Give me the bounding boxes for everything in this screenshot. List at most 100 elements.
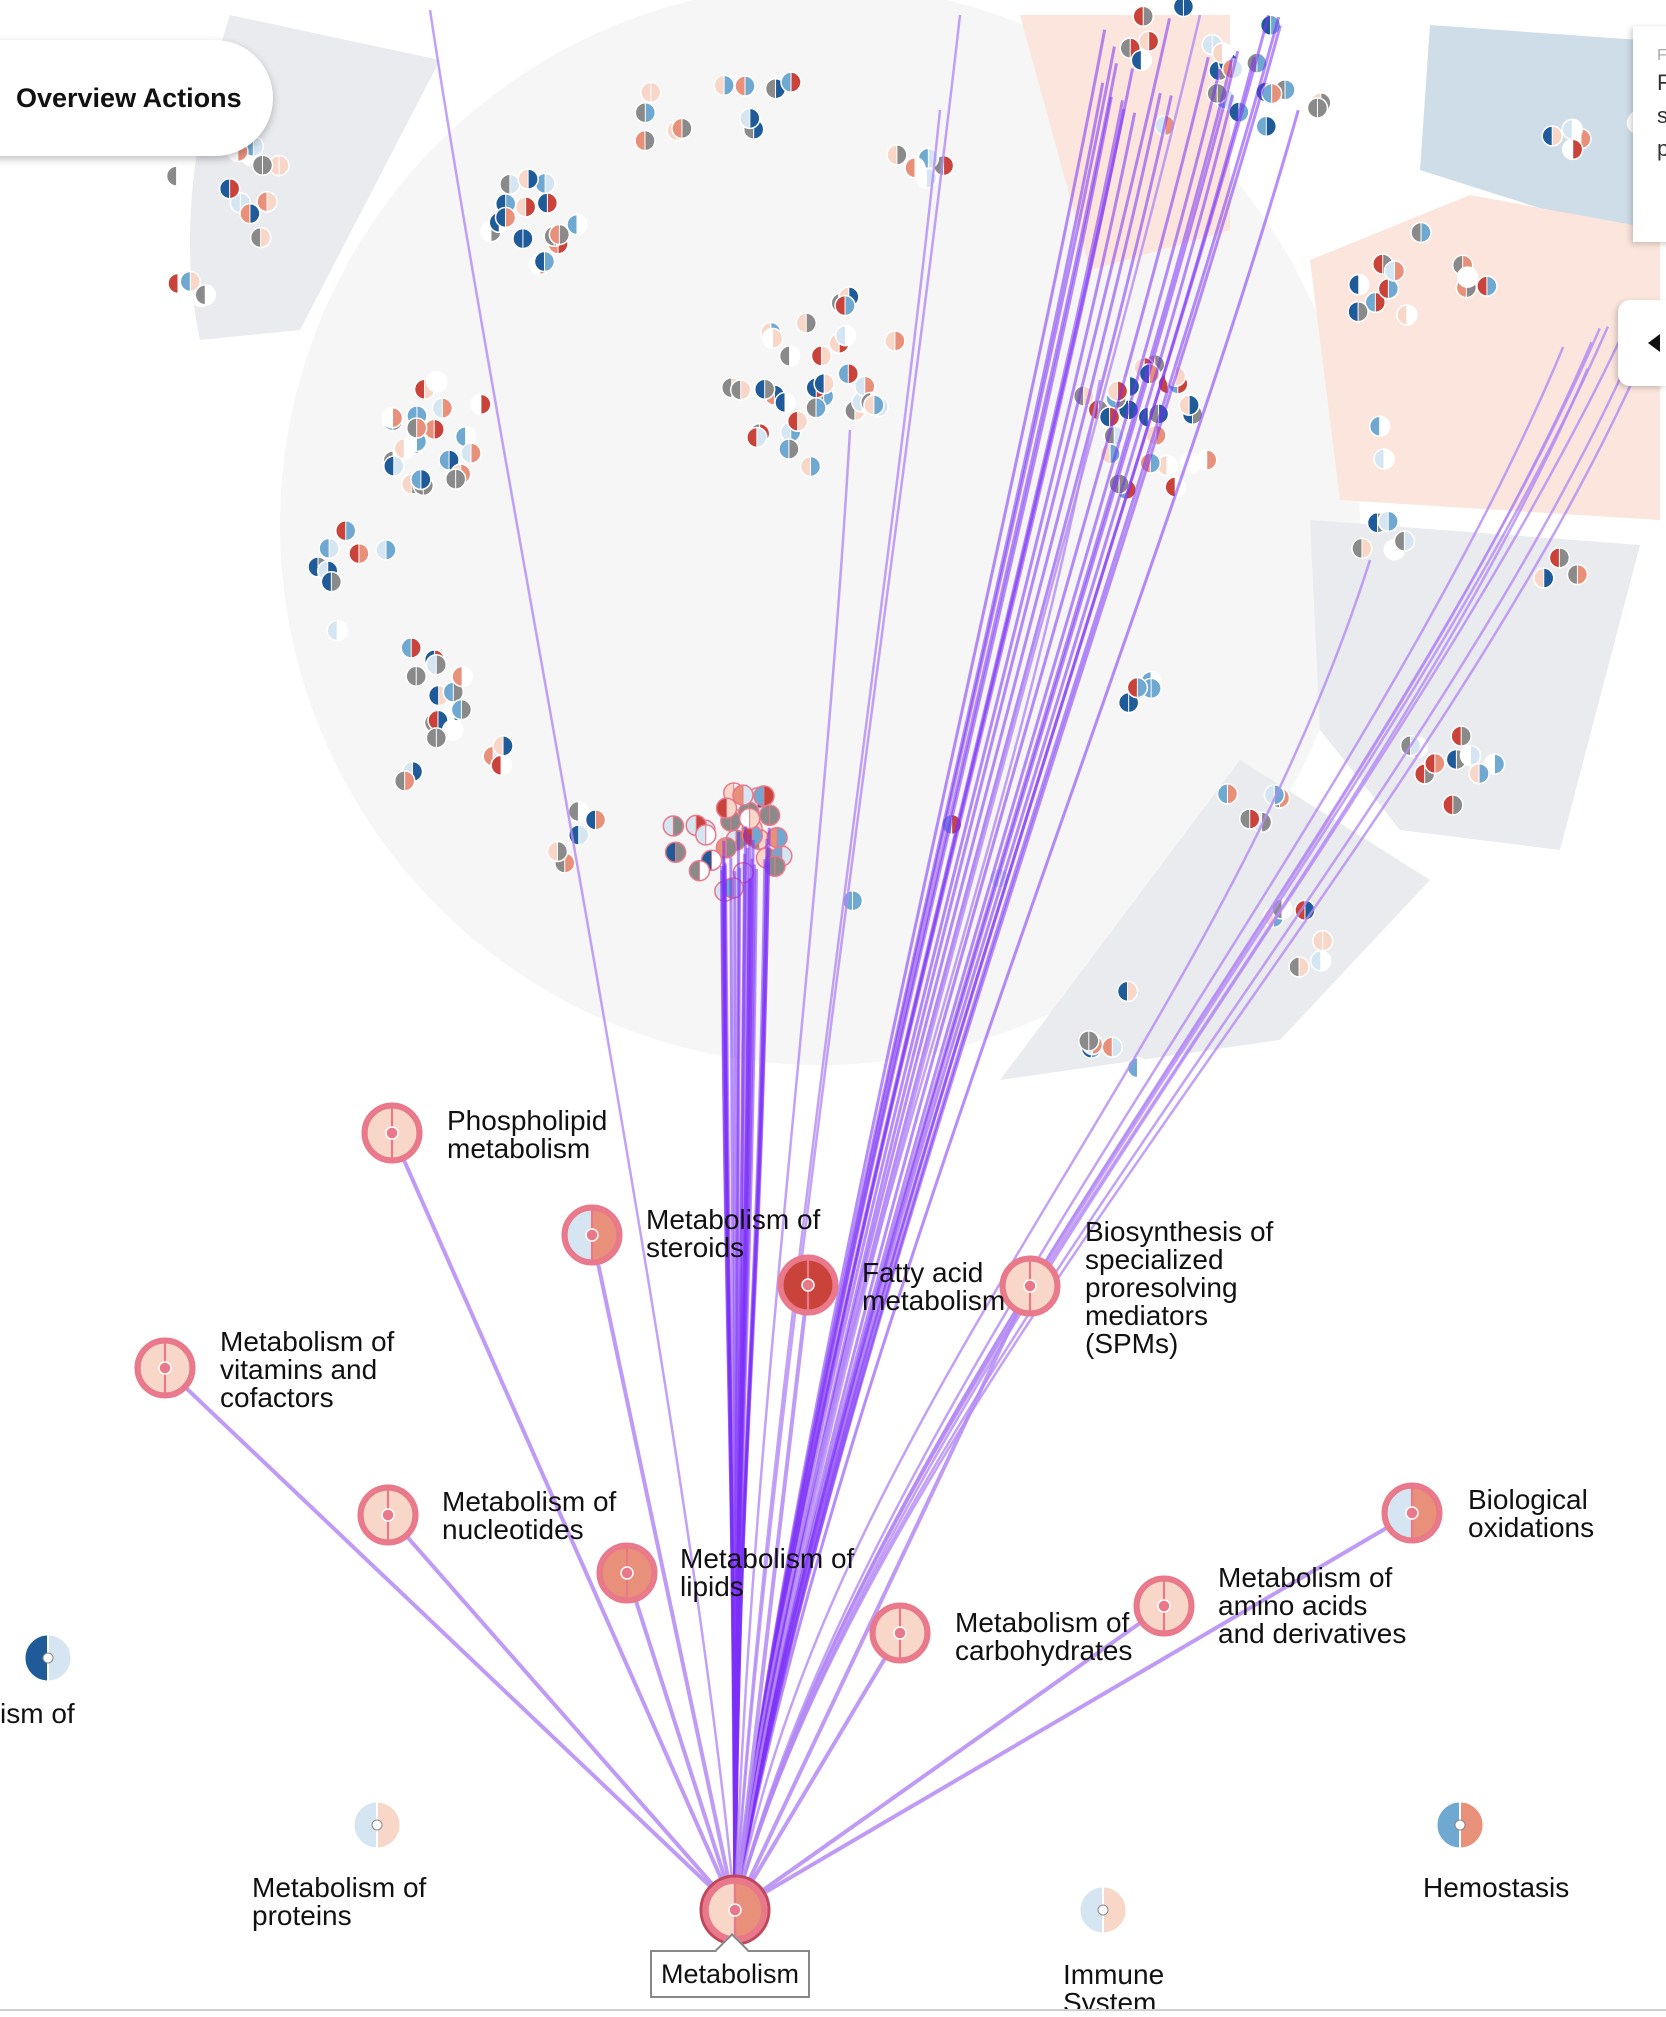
pathway-label-phospholipid: Phospholipid metabolism (447, 1105, 608, 1164)
reaction-cluster (1351, 510, 1416, 561)
pathway-node-hemostasis[interactable] (1434, 1799, 1486, 1851)
reaction-node (425, 727, 448, 749)
side-panel-line-3: p (1657, 136, 1666, 161)
reaction-cluster (554, 800, 607, 874)
reaction-node (732, 784, 754, 806)
pathway-label-vitamins: Metabolism of vitamins and cofactors (220, 1326, 395, 1413)
pathway-label-immune: Immune System (1063, 1961, 1165, 2009)
pathway-label-spms: Biosynthesis of specialized proresolving… (1085, 1216, 1274, 1359)
reaction-node (834, 324, 857, 347)
pathway-node-amino-acids[interactable] (1133, 1575, 1195, 1637)
reaction-node (450, 698, 473, 721)
reaction-node (634, 129, 656, 152)
reaction-node (1561, 138, 1584, 161)
reaction-cluster (1368, 415, 1395, 470)
reaction-node (1306, 97, 1329, 119)
pathway-node-fatty-acid[interactable] (777, 1254, 839, 1316)
reaction-node (795, 312, 817, 334)
pathway-node-steroids[interactable] (561, 1204, 623, 1266)
side-panel-toggle[interactable] (1618, 300, 1666, 386)
pathway-node-nucleotides[interactable] (357, 1484, 419, 1546)
pathway-node-lipids[interactable] (596, 1542, 658, 1604)
pathway-node-spms[interactable] (999, 1255, 1061, 1317)
reaction-node (837, 362, 860, 385)
reaction-node (1393, 530, 1416, 552)
pathway-label-hemostasis: Hemostasis (1423, 1872, 1570, 1903)
overview-actions-label: Overview Actions (16, 82, 242, 113)
reaction-cluster (307, 519, 397, 642)
reaction-node (1311, 930, 1334, 952)
reaction-node (499, 173, 521, 195)
reaction-node (251, 154, 274, 176)
reaction-node (1561, 118, 1583, 141)
reaction-node (1130, 49, 1153, 72)
pathway-edge (733, 109, 1300, 1911)
collapse-arrow-icon (1648, 334, 1660, 352)
pathway-nodes[interactable] (22, 1102, 1486, 1946)
reaction-node (165, 165, 188, 187)
reaction-node-clusters (165, 0, 1651, 1079)
reaction-node (1348, 273, 1370, 296)
pathway-node-metabolism[interactable] (699, 1874, 771, 1946)
reaction-node (738, 807, 761, 830)
reaction-node (393, 437, 416, 460)
pathway-edge (733, 94, 1234, 1911)
reaction-node (1255, 115, 1278, 138)
reaction-node (451, 665, 473, 688)
reaction-node (729, 379, 752, 401)
reaction-node (713, 74, 735, 97)
reaction-node (566, 213, 588, 236)
pathway-node-biological-oxidations[interactable] (1381, 1482, 1443, 1544)
overview-actions-button[interactable]: Overview Actions (0, 40, 273, 156)
reaction-node (320, 570, 343, 593)
pathway-node-immune[interactable] (1077, 1884, 1129, 1936)
reaction-node (1442, 794, 1464, 816)
reaction-node (256, 190, 278, 213)
reaction-cluster (381, 370, 492, 497)
reaction-node (884, 330, 906, 352)
reaction-cluster (1078, 980, 1149, 1079)
reaction-node (326, 619, 348, 642)
reaction-node (1459, 744, 1482, 767)
reaction-node (239, 202, 261, 225)
pathway-node-partial-left[interactable] (22, 1632, 74, 1684)
pathway-edge (733, 14, 1202, 1911)
reaction-node (1377, 278, 1400, 300)
reaction-node (1373, 448, 1395, 470)
reaction-node (715, 797, 738, 819)
reaction-cluster (886, 144, 955, 189)
reaction-node (774, 391, 796, 414)
pathway-node-phospholipid[interactable] (361, 1102, 423, 1164)
reaction-node (688, 859, 711, 882)
pathway-label-carbohydrates: Metabolism of carbohydrates (955, 1607, 1133, 1666)
reaction-node (671, 117, 693, 140)
pathway-edge (733, 429, 852, 1911)
details-side-panel[interactable]: F F s p (1633, 26, 1666, 242)
reaction-node (886, 144, 908, 166)
bottom-divider (0, 2009, 1666, 2011)
reaction-node (1101, 1036, 1123, 1058)
pathway-node-proteins[interactable] (351, 1799, 403, 1851)
reaction-node (799, 455, 822, 478)
reaction-cluster (1533, 547, 1589, 589)
reaction-cluster (1216, 783, 1291, 833)
reaction-node (512, 227, 534, 250)
pathway-node-vitamins[interactable] (134, 1337, 196, 1399)
reaction-cluster (634, 81, 693, 152)
reaction-node (1541, 125, 1563, 147)
reaction-node (1132, 5, 1154, 28)
pathway-label-partial-left: ism of (0, 1698, 75, 1729)
reaction-node (834, 294, 856, 317)
reaction-node (662, 815, 685, 837)
reaction-cluster (1399, 725, 1506, 816)
reaction-cluster (1117, 670, 1162, 714)
reaction-node (1456, 266, 1479, 288)
hub-link-lipids (625, 1572, 737, 1911)
region-gray-right (1310, 520, 1640, 850)
pathway-node-carbohydrates[interactable] (869, 1602, 931, 1664)
side-panel-line-1: F (1657, 70, 1666, 95)
reaction-cluster (393, 698, 514, 792)
region-blue (1420, 25, 1640, 240)
reaction-node (1263, 784, 1286, 806)
